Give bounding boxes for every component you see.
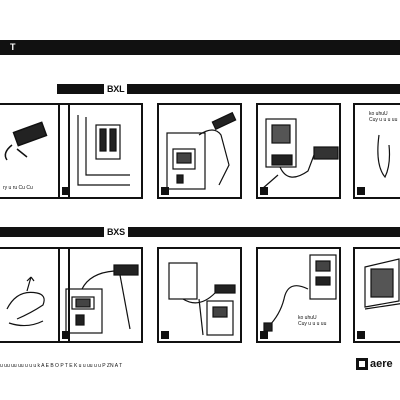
- step-number: [62, 331, 70, 339]
- panel-caption: ry u ru Cu Cu: [3, 185, 33, 191]
- step-panel-2: [58, 103, 143, 199]
- step-panel-7: [58, 247, 143, 343]
- section-label-bxs: BXS: [104, 227, 128, 237]
- step-number: [62, 187, 70, 195]
- hand-illustration: [6, 276, 45, 327]
- section-bar-bxl: [57, 84, 400, 94]
- brand-name: aere: [370, 358, 393, 370]
- step-panel-8: [157, 247, 242, 343]
- logo-mark-icon: [356, 358, 368, 371]
- step-number: [260, 331, 268, 339]
- wall-unit-illustration: [364, 258, 400, 310]
- step-number: [357, 331, 365, 339]
- step-number: [357, 187, 365, 195]
- brand-logo: aere: [356, 357, 393, 371]
- base-plug-illustration: [263, 254, 337, 332]
- mount-clip-illustration: [168, 262, 236, 336]
- header-bar: [0, 40, 400, 55]
- step-number: [260, 187, 268, 195]
- header-label: T: [10, 42, 16, 52]
- cable-illustration: [377, 134, 391, 179]
- section-label-bxl: BXL: [104, 84, 128, 94]
- adapter-illustration: [261, 118, 339, 190]
- section-bar-bxs: [0, 227, 400, 237]
- device-illustration: [4, 121, 48, 161]
- step-panel-6: [0, 247, 70, 343]
- wall-mount-illustration: [77, 115, 130, 186]
- step-number: [161, 331, 169, 339]
- step-panel-10: [353, 247, 400, 343]
- step-panel-4: [256, 103, 341, 199]
- step-number: [161, 187, 169, 195]
- connection-illustration: [166, 111, 237, 190]
- step-panel-1: ry u ru Cu Cu: [0, 103, 70, 199]
- step-panel-3: [157, 103, 242, 199]
- base-station-illustration: [65, 264, 139, 334]
- footer-text: u uu uu uu u u u k A E B O P T E K u u u…: [0, 363, 123, 369]
